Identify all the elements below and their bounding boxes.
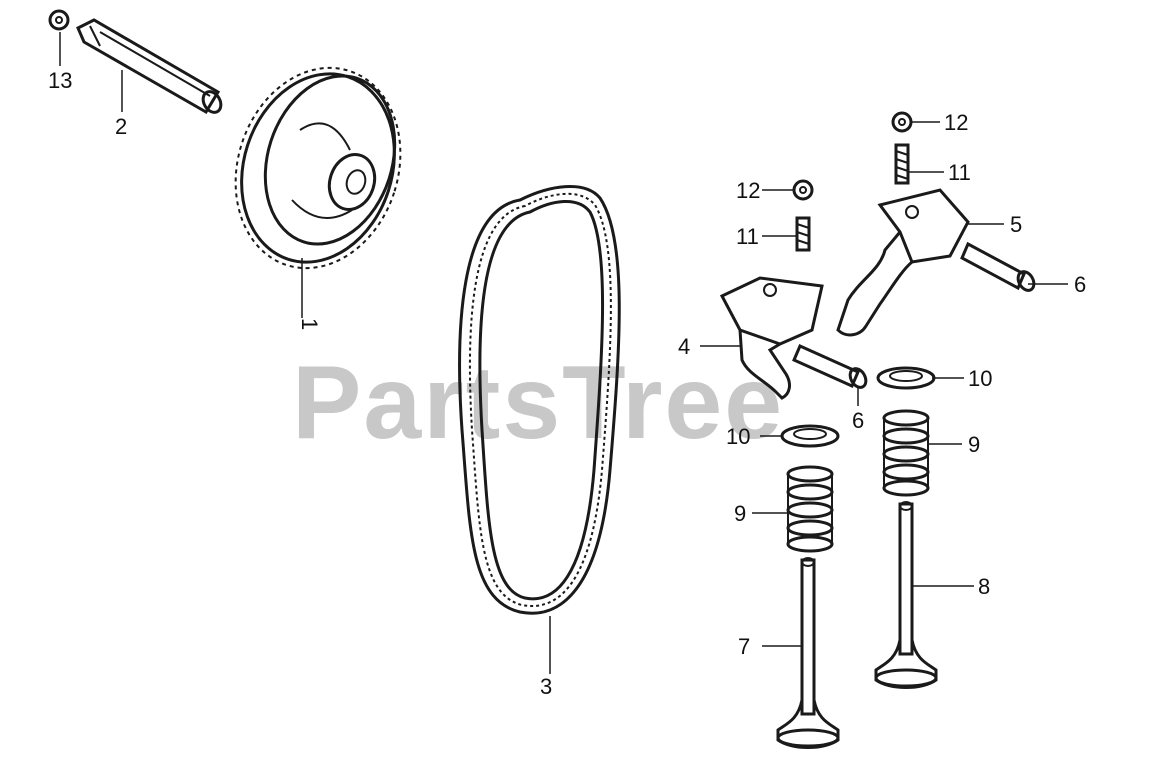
label-10-left: 10	[726, 424, 750, 449]
label-11-right: 11	[948, 160, 971, 185]
part-11-screw-left[interactable]	[795, 216, 811, 252]
label-8: 8	[978, 574, 990, 599]
label-10-right: 10	[968, 366, 992, 391]
part-7-valve-intake[interactable]	[776, 557, 840, 749]
part-8-valve-exhaust[interactable]	[874, 501, 938, 689]
part-6-rocker-pin-upper[interactable]	[960, 241, 1037, 293]
label-6-upper: 6	[1074, 272, 1086, 297]
watermark: PartsTree	[292, 345, 784, 461]
part-6-rocker-pin-lower[interactable]	[792, 344, 869, 390]
part-2-shaft[interactable]	[76, 18, 224, 116]
label-6-lower: 6	[852, 408, 864, 433]
part-13-nut[interactable]	[48, 9, 70, 31]
part-1-cam-pulley[interactable]	[210, 46, 425, 289]
label-3: 3	[540, 674, 552, 699]
part-12-nut-left[interactable]	[792, 179, 814, 201]
label-9-left: 9	[734, 501, 746, 526]
part-10-retainer-right[interactable]	[876, 366, 936, 390]
label-1: 1	[297, 318, 322, 330]
part-9-spring-right[interactable]	[882, 409, 930, 497]
part-5-rocker-arm[interactable]	[836, 188, 970, 337]
part-11-screw-right[interactable]	[894, 143, 910, 185]
part-9-spring-left[interactable]	[786, 465, 834, 553]
part-4-rocker-arm[interactable]	[719, 276, 824, 400]
label-12-right: 12	[944, 110, 968, 135]
label-2: 2	[115, 114, 127, 139]
part-3-timing-belt[interactable]	[458, 185, 621, 615]
leader-lines	[59, 32, 1068, 674]
label-4: 4	[678, 334, 690, 359]
part-12-nut-right[interactable]	[891, 111, 913, 133]
label-7: 7	[738, 634, 750, 659]
label-11-left: 11	[736, 224, 759, 249]
label-9-right: 9	[968, 432, 980, 457]
label-5: 5	[1010, 212, 1022, 237]
label-12-left: 12	[736, 178, 760, 203]
label-13: 13	[48, 68, 72, 93]
part-10-retainer-left[interactable]	[780, 424, 840, 448]
